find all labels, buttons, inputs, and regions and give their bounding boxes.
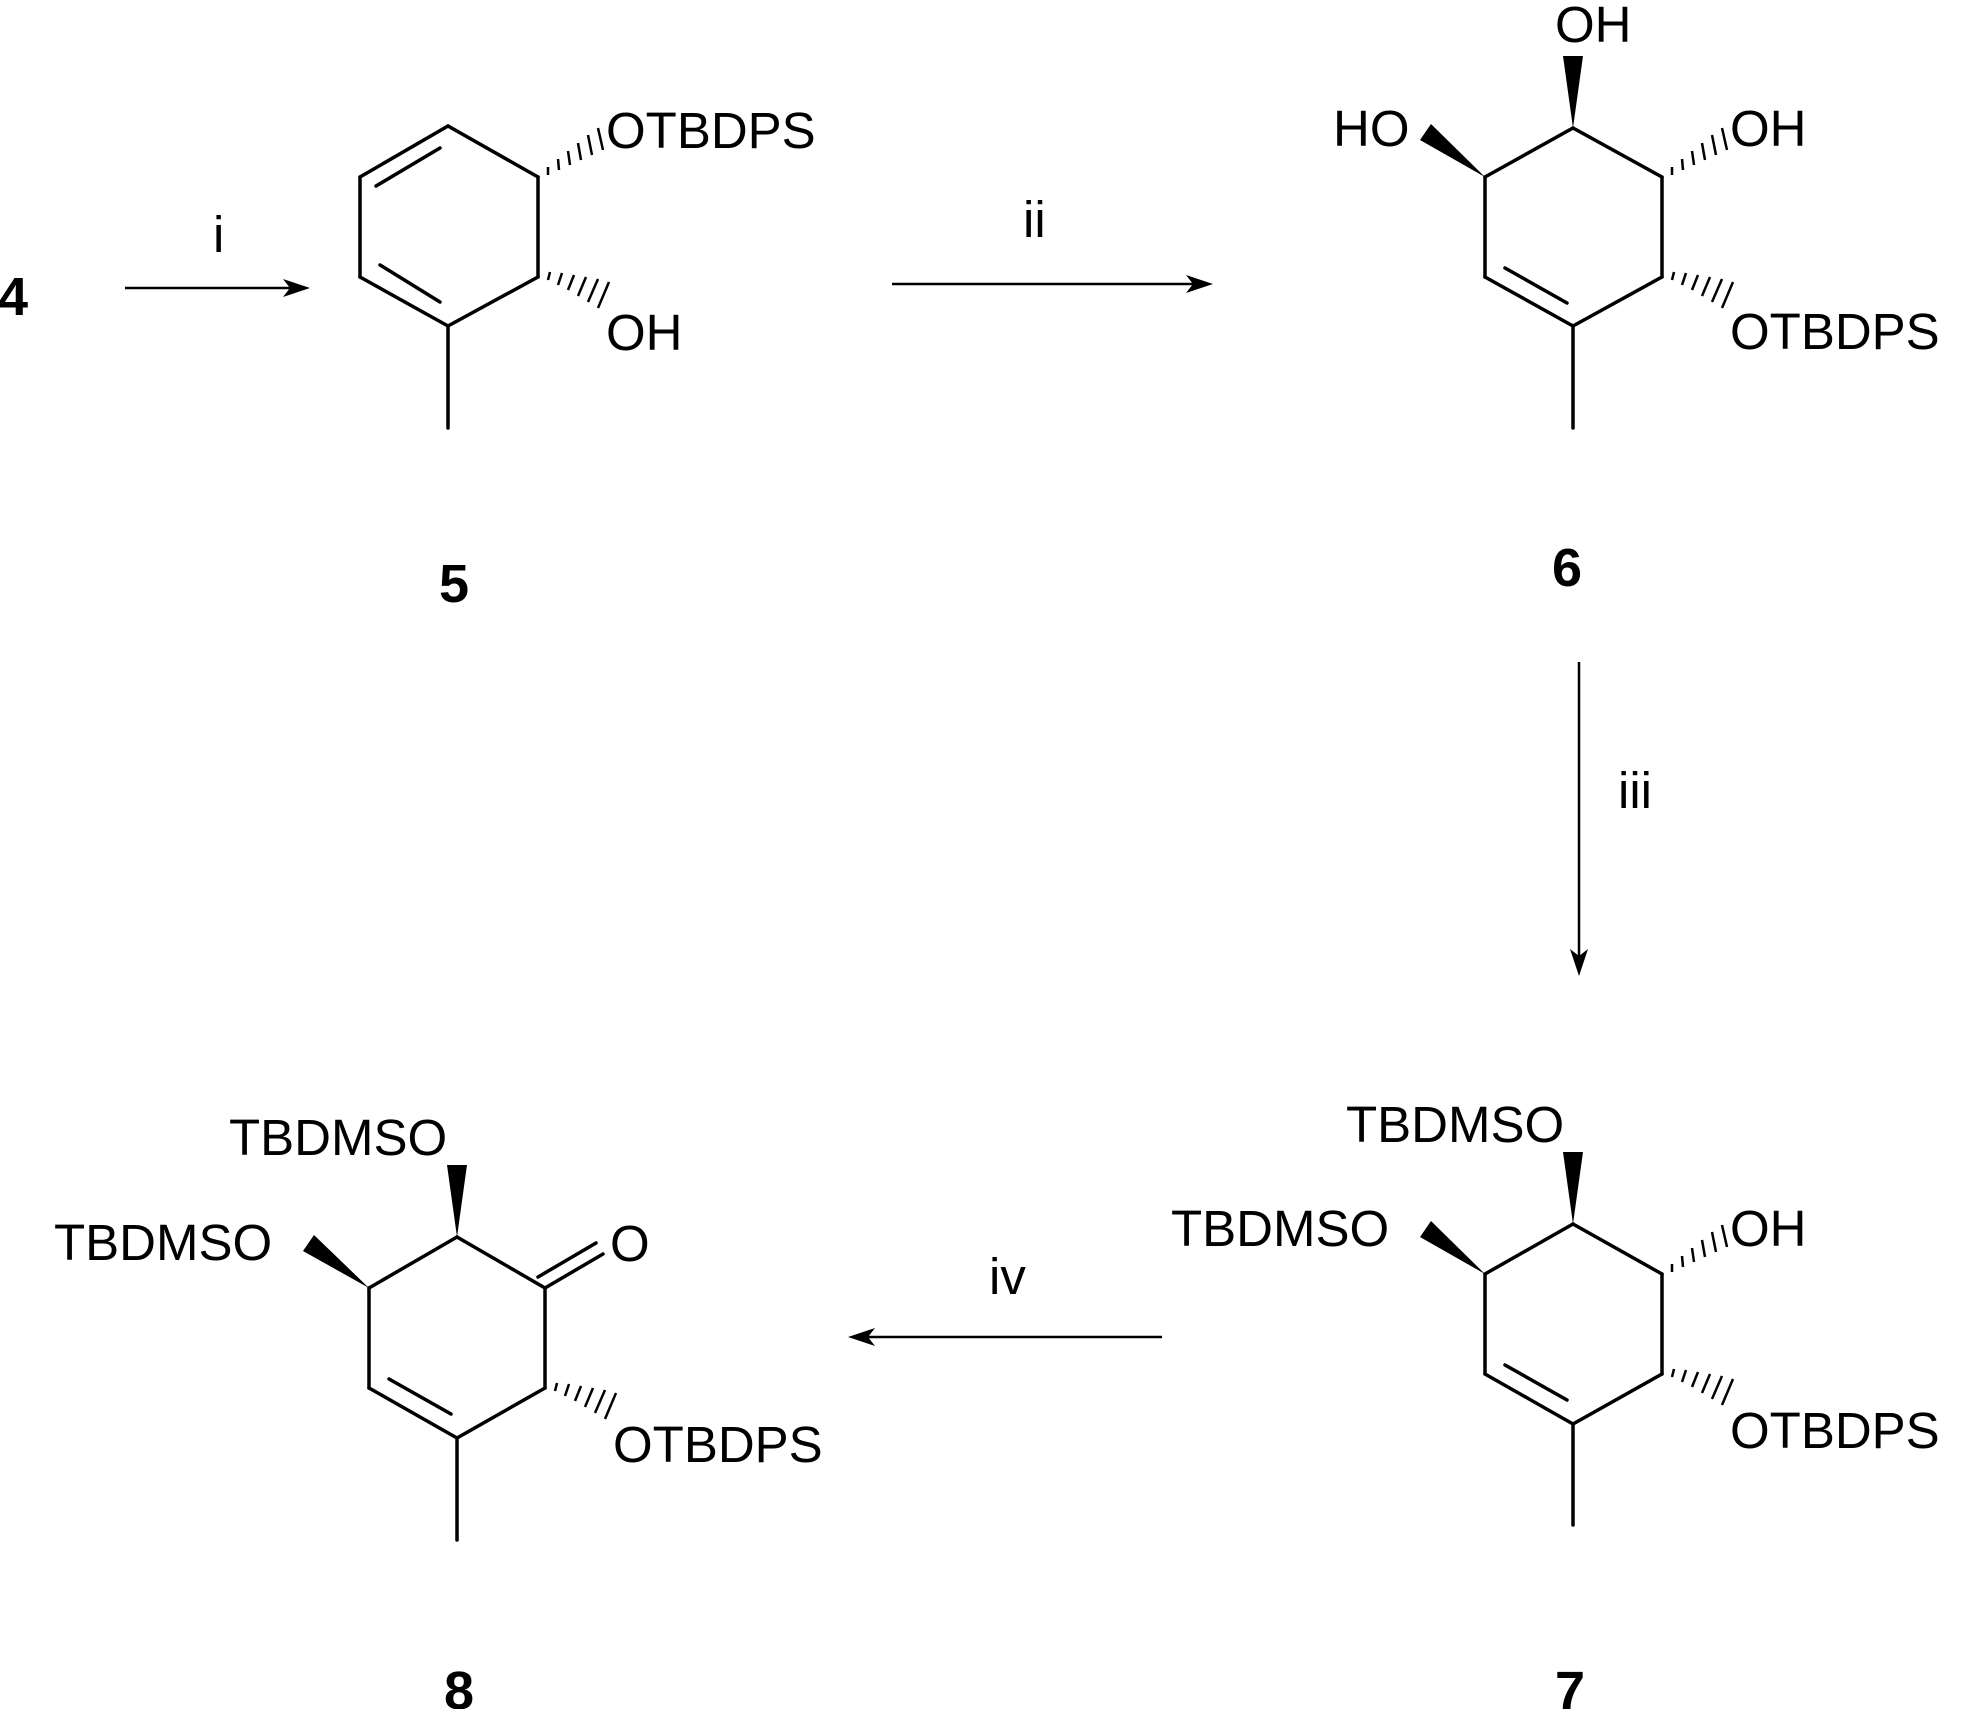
substituent-ho-left: HO <box>1333 100 1410 157</box>
reaction-arrow-i <box>125 279 310 297</box>
wedge-bond <box>1420 124 1485 177</box>
wedge-bond <box>1563 56 1583 128</box>
structure-compound-8 <box>303 1165 618 1542</box>
wedge-bond <box>1563 1152 1583 1224</box>
reaction-arrow-iii <box>1570 662 1588 976</box>
substituent-otbdps: OTBDPS <box>606 102 816 159</box>
compound-number-5: 5 <box>439 554 469 614</box>
wedge-bond <box>1420 1221 1485 1274</box>
compound-number-8: 8 <box>444 1661 474 1709</box>
structure-compound-7 <box>1420 1152 1735 1527</box>
compound-number-7: 7 <box>1555 1661 1585 1709</box>
structure-compound-5 <box>358 124 611 430</box>
substituent-oh: OH <box>1730 1200 1807 1257</box>
reagent-label-iv: iv <box>989 1248 1026 1305</box>
substituent-oh-top: OH <box>1555 0 1632 53</box>
hashed-bond <box>1670 127 1729 175</box>
substituent-otbdps: OTBDPS <box>613 1416 823 1473</box>
hashed-bond <box>546 127 605 175</box>
substituent-tbdmso-left: TBDMSO <box>54 1214 272 1271</box>
reaction-arrow-ii <box>892 275 1213 293</box>
substituent-tbdmso-top: TBDMSO <box>1346 1096 1564 1153</box>
substituent-carbonyl-o: O <box>610 1215 650 1272</box>
hashed-bond <box>1670 1368 1735 1406</box>
substituent-tbdmso-top: TBDMSO <box>229 1109 447 1166</box>
structure-compound-6 <box>1420 56 1735 430</box>
hashed-bond <box>546 271 611 309</box>
reagent-label-i: i <box>213 206 224 263</box>
substituent-oh: OH <box>606 304 683 361</box>
compound-number-4: 4 <box>0 267 28 327</box>
hashed-bond <box>1670 271 1735 309</box>
compound-number-6: 6 <box>1552 538 1582 598</box>
substituent-oh-right: OH <box>1730 100 1807 157</box>
reaction-arrow-iv <box>848 1328 1162 1346</box>
wedge-bond <box>303 1235 369 1288</box>
hashed-bond <box>1670 1224 1729 1272</box>
hashed-bond <box>553 1382 618 1420</box>
reagent-label-ii: ii <box>1023 191 1046 248</box>
substituent-otbdps: OTBDPS <box>1730 1402 1940 1459</box>
substituent-tbdmso-left: TBDMSO <box>1171 1200 1389 1257</box>
substituent-otbdps: OTBDPS <box>1730 303 1940 360</box>
reagent-label-iii: iii <box>1618 762 1652 819</box>
wedge-bond <box>447 1165 467 1237</box>
